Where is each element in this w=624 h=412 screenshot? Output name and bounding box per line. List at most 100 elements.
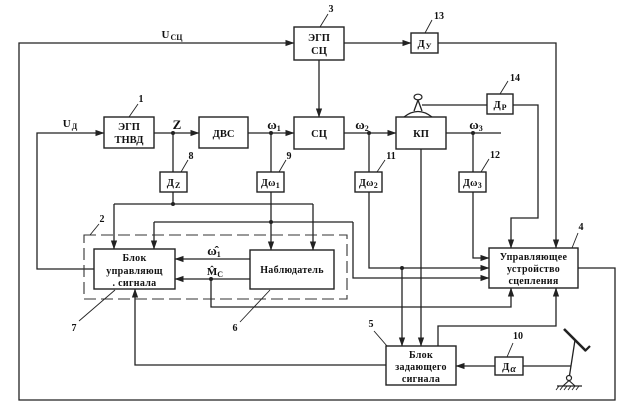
sensor-dz: ДZ	[159, 171, 188, 193]
block-label: КП	[413, 129, 429, 140]
line-dr-to-controller	[507, 104, 539, 249]
callout-leader	[571, 232, 579, 249]
signal-subscript: Д	[72, 122, 78, 131]
block-label: ТНВД	[115, 135, 145, 146]
junction-dot	[471, 131, 475, 135]
callout-11: 11	[386, 151, 395, 162]
callout-12: 12	[490, 150, 500, 161]
callout-group-2: 2	[100, 214, 105, 225]
sensor-dw1: Дω1	[256, 171, 285, 193]
junction-dot	[367, 131, 371, 135]
block-sc: СЦ	[293, 116, 345, 150]
sensor-subscript: 3	[478, 181, 482, 190]
group-2-dashed-frame	[83, 234, 348, 300]
callout-leader	[373, 330, 388, 347]
sensor-label: Д	[167, 178, 175, 189]
signal-main: ω	[355, 117, 365, 132]
callout-leader	[78, 289, 116, 322]
block-egp-sc: ЭГП СЦ	[293, 26, 345, 61]
signal-main: ω	[469, 117, 479, 132]
signal-subscript: 3	[479, 124, 483, 133]
block-label: Блок	[409, 350, 433, 361]
signal-main: U	[162, 29, 170, 41]
sensor-dw2: Дω2	[354, 171, 383, 193]
svg-text:Дω1: Дω1	[261, 178, 280, 190]
sensor-subscript: 1	[276, 181, 280, 190]
callout-3: 3	[329, 4, 334, 15]
sensor-label: Дω	[359, 178, 374, 189]
signal-label-omega2: ω2	[355, 117, 369, 133]
callout-7: 7	[72, 323, 77, 334]
gear-lever-knob-icon	[413, 93, 423, 101]
signal-main: M̂	[207, 265, 218, 278]
block-label: ЭГП	[118, 122, 140, 133]
sensor-label: Д	[417, 39, 425, 50]
line-ud	[36, 129, 105, 270]
svg-text:ДР: ДР	[493, 100, 506, 112]
callout-14: 14	[510, 73, 520, 84]
line-mc-to-controller	[210, 279, 515, 308]
svg-text:ДУ: ДУ	[417, 39, 431, 51]
junction-dot	[400, 266, 404, 270]
callout-13: 13	[434, 11, 444, 22]
junction-dot	[209, 277, 213, 281]
signal-subscript: 1	[217, 250, 221, 259]
block-label: управляющ	[106, 266, 163, 277]
callout-leader	[180, 159, 189, 173]
block-label: сцепления	[508, 276, 558, 287]
block-observer: Наблюдатель	[249, 249, 335, 290]
sensor-subscript: Z	[175, 181, 180, 190]
signal-label-omega3: ω3	[469, 117, 483, 133]
gear-lever-stem-icon	[413, 98, 423, 112]
callout-leader	[506, 342, 514, 358]
signal-label-u-sc: UСЦ	[162, 29, 184, 42]
line-reference-to-controller	[437, 287, 560, 346]
junction-dot	[171, 131, 175, 135]
callout-leader	[239, 289, 271, 323]
block-label: Управляющее	[500, 252, 568, 263]
signal-label-u-d: UД	[63, 118, 78, 131]
block-label: устройство	[507, 264, 560, 275]
callout-leader	[424, 19, 433, 34]
line-dy-to-controller	[438, 42, 560, 249]
callout-leader	[376, 159, 386, 173]
callout-leader	[128, 103, 139, 118]
callout-1: 1	[139, 94, 144, 105]
signal-main: ω	[267, 117, 277, 132]
sensor-subscript: α	[510, 364, 516, 375]
callout-6: 6	[233, 323, 238, 334]
sensor-subscript: Р	[502, 103, 507, 112]
block-label: СЦ	[311, 129, 327, 140]
signal-subscript: 2	[365, 124, 369, 133]
callout-10: 10	[513, 331, 523, 342]
block-reference-signal: Блок задающего сигнала	[385, 345, 457, 386]
sensor-dy: ДУ	[410, 32, 439, 54]
block-clutch-controller: Управляющее устройство сцепления	[488, 247, 579, 289]
sensor-label: Д	[502, 362, 510, 373]
connections	[18, 39, 616, 401]
sensor-subscript: У	[426, 42, 432, 51]
callout-leader	[278, 159, 287, 173]
callout-8: 8	[189, 151, 194, 162]
sensor-label: Д	[493, 100, 501, 111]
block-label: сигнала	[402, 374, 440, 385]
block-kp: КП	[395, 93, 447, 150]
callout-leader	[89, 223, 100, 236]
signal-label-omega1-estimate: ω̂1	[207, 243, 221, 259]
block-label: ДВС	[213, 129, 235, 140]
junction-dot	[171, 202, 175, 206]
signal-main: U	[63, 118, 71, 130]
svg-text:ДZ: ДZ	[167, 178, 181, 190]
block-control-signal: Блок управляющ . сигнала	[93, 248, 176, 290]
block-label: Блок	[122, 253, 146, 264]
junction-dot	[269, 131, 273, 135]
line-dw1-to-controller	[352, 222, 490, 282]
gear-lever-base-icon	[403, 110, 433, 118]
block-label: . сигнала	[113, 278, 157, 289]
svg-text:Дω3: Дω3	[463, 178, 482, 190]
callout-leader	[319, 13, 329, 28]
callout-5: 5	[369, 319, 374, 330]
sensor-label: Дω	[261, 178, 276, 189]
block-egp-tnvd: ЭГП ТНВД	[103, 116, 155, 149]
